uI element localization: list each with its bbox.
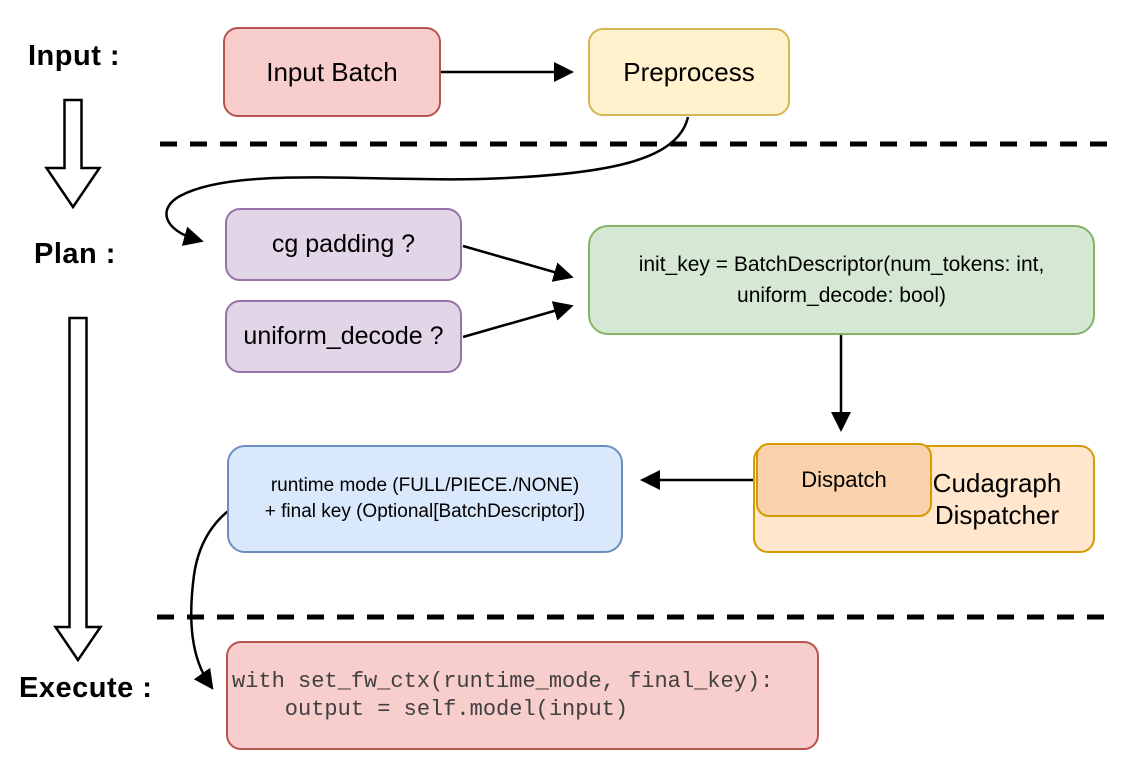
arrow-uniform-decode-to-init-key bbox=[462, 301, 574, 339]
node-preprocess-label: Preprocess bbox=[623, 56, 755, 87]
node-cg-padding: cg padding ? bbox=[225, 208, 462, 281]
curve-runtime-mode-to-execute-code bbox=[189, 496, 253, 690]
stage-label-input: Input : bbox=[28, 40, 121, 72]
input-to-plan-arrow bbox=[44, 98, 102, 210]
arrow-cg-padding-to-init-key bbox=[462, 244, 574, 282]
node-init-key-line2: uniform_decode: bool) bbox=[737, 284, 946, 307]
node-execute-code: with set_fw_ctx(runtime_mode, final_key)… bbox=[226, 641, 819, 750]
node-cudagraph-dispatcher-line2: Dispatcher bbox=[934, 500, 1060, 530]
node-uniform-decode-label: uniform_decode ? bbox=[243, 322, 444, 350]
execute-code-line1: with set_fw_ctx(runtime_mode, final_key)… bbox=[232, 668, 774, 694]
execute-code-line2: output = self.model(input) bbox=[232, 696, 629, 722]
node-dispatch-label: Dispatch bbox=[801, 467, 887, 492]
stage-label-plan: Plan : bbox=[34, 238, 116, 270]
node-preprocess: Preprocess bbox=[588, 28, 790, 116]
node-runtime-mode-line2: + final key (Optional[BatchDescriptor]) bbox=[264, 501, 586, 522]
stage-label-execute: Execute : bbox=[19, 672, 153, 704]
node-runtime-mode: runtime mode (FULL/PIECE./NONE) + final … bbox=[227, 445, 623, 553]
node-uniform-decode: uniform_decode ? bbox=[225, 300, 462, 373]
node-init-key-line1: init_key = BatchDescriptor(num_tokens: i… bbox=[638, 253, 1045, 276]
node-cudagraph-dispatcher-line1: Cudagraph bbox=[932, 468, 1062, 498]
node-runtime-mode-line1: runtime mode (FULL/PIECE./NONE) bbox=[270, 475, 580, 496]
plan-to-execute-arrow bbox=[53, 316, 103, 663]
curve-preprocess-to-cg-padding bbox=[165, 116, 690, 246]
node-input-batch: Input Batch bbox=[223, 27, 441, 117]
node-input-batch-label: Input Batch bbox=[266, 56, 398, 87]
node-cudagraph-dispatcher-text: Cudagraph Dispatcher bbox=[907, 447, 1087, 551]
node-cg-padding-label: cg padding ? bbox=[271, 230, 416, 258]
node-dispatch: Dispatch bbox=[756, 443, 932, 517]
node-init-key: init_key = BatchDescriptor(num_tokens: i… bbox=[588, 225, 1095, 335]
